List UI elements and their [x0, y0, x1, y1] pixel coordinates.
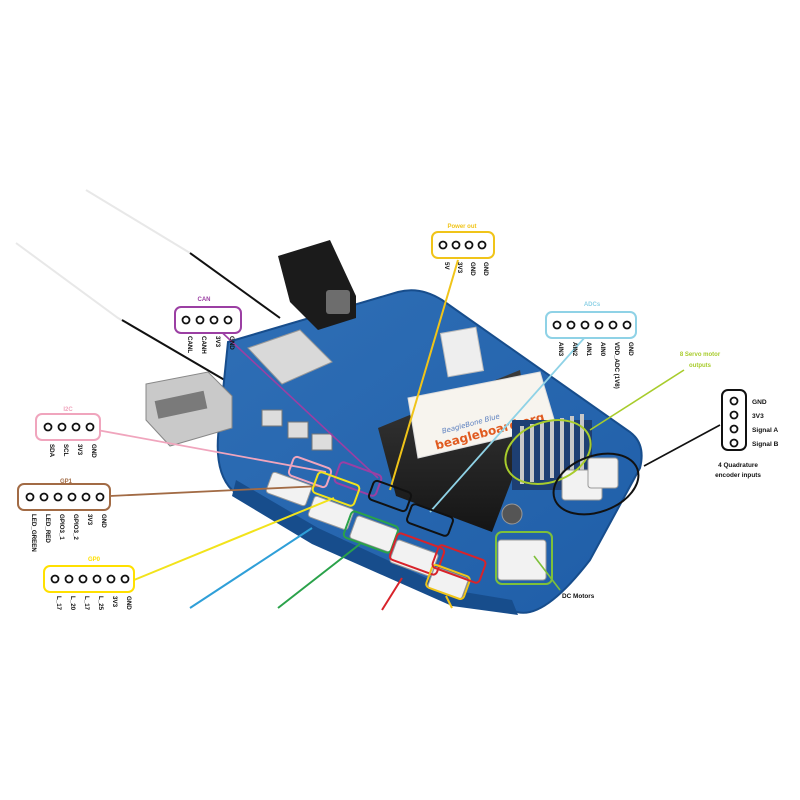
can-pin-label: CANL: [186, 336, 193, 353]
i2c-pin-label: GND: [90, 444, 97, 458]
servo-label: 8 Servo motor outputs: [680, 352, 721, 369]
power-out-pin-label: 3V3: [456, 262, 463, 274]
i2c-header: I2C SDA SCL 3V3 GND: [35, 407, 101, 458]
encoder-caption-line2: encoder inputs: [715, 472, 761, 479]
gp1-pin-label: 3V3: [86, 514, 93, 526]
gp0-pin-label: L_25: [97, 596, 104, 611]
can-pin-label: GND: [228, 336, 235, 350]
gp1-pin-label: GPIO3_2: [72, 514, 79, 540]
gp1-pin-label: GPIO3_1: [58, 514, 65, 540]
i2c-pin-label: SCL: [62, 444, 69, 457]
adc-header: ADCs AIN3 AIN2 AIN1 AIN0 VDD_ADC (1V8) G…: [545, 302, 637, 389]
encoder-pin-label: 3V3: [752, 413, 764, 420]
gp0-pin-label: L_17: [55, 596, 62, 611]
power-out-pin-label: GND: [482, 262, 489, 276]
i2c-title: I2C: [63, 407, 73, 413]
gp0-header: GP0 L_17 L_20 L_17 L_25 3V3 GND: [43, 557, 135, 611]
encoder-pin-label: GND: [752, 399, 767, 406]
can-pin-label: 3V3: [214, 336, 221, 348]
power-out-pin-label: 5V: [443, 262, 450, 270]
pcb-board: beagleboard.org BeagleBone Blue: [145, 240, 643, 615]
adc-pin-label: GND: [627, 342, 634, 356]
adc-pin-label: AIN3: [557, 342, 564, 357]
gp1-pin-label: LED_GREEN: [30, 514, 37, 552]
gp0-pin-label: GND: [125, 596, 132, 610]
antenna-wires: [15, 189, 281, 383]
power-out-header: Power out 5V 3V3 GND GND: [431, 224, 495, 276]
i2c-pin-label: 3V3: [76, 444, 83, 456]
adc-pin-label: AIN2: [571, 342, 578, 357]
gp1-pin-label: LED_RED: [44, 514, 51, 543]
encoder-caption-line1: 4 Quadrature: [718, 462, 758, 469]
gp1-pin-label: GND: [100, 514, 107, 528]
gp0-pin-label: L_17: [83, 596, 90, 611]
encoder-pin-label: Signal A: [752, 427, 778, 434]
adc-pin-label: AIN0: [599, 342, 606, 357]
adc-title: ADCs: [584, 302, 601, 308]
servo-label-line1: 8 Servo motor: [680, 352, 721, 358]
gp0-pin-label: L_20: [69, 596, 76, 611]
gp1-title: GP1: [60, 479, 73, 485]
power-out-title: Power out: [447, 224, 476, 230]
power-out-pin-label: GND: [469, 262, 476, 276]
i2c-pin-label: SDA: [48, 444, 55, 458]
adc-pin-label: AIN1: [585, 342, 592, 357]
dc-motors-label: DC Motors: [562, 593, 595, 600]
encoder-header: GND 3V3 Signal A Signal B 4 Quadrature e…: [715, 389, 779, 479]
gp0-title: GP0: [88, 557, 101, 563]
connector-highlights: [287, 419, 640, 600]
gp1-header: GP1 LED_GREEN LED_RED GPIO3_1 GPIO3_2 3V…: [17, 479, 111, 552]
can-title: CAN: [198, 297, 211, 303]
gp0-pin-label: 3V3: [111, 596, 118, 608]
can-header: CAN CANL CANH 3V3 GND: [174, 297, 242, 354]
adc-pin-label: VDD_ADC (1V8): [613, 342, 620, 389]
servo-label-line2: outputs: [689, 363, 712, 369]
can-pin-label: CANH: [200, 336, 207, 354]
encoder-pin-label: Signal B: [752, 441, 779, 448]
callout-lines: [96, 259, 721, 611]
